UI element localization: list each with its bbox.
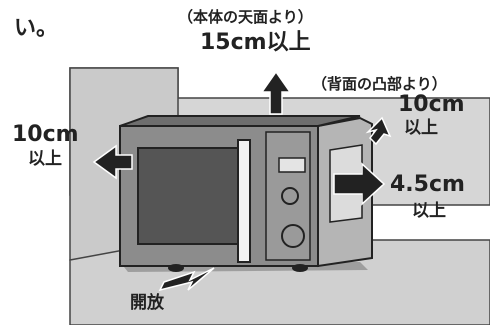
- microwave-door-window: [137, 147, 239, 245]
- arrow-right-icon: [333, 162, 386, 206]
- microwave-door-handle: [237, 139, 251, 263]
- right-clearance-suffix: 以上: [412, 201, 446, 221]
- microwave-large-knob: [281, 224, 305, 248]
- arrow-back-icon: [365, 116, 392, 146]
- back-clearance-value: 10cm: [398, 92, 465, 117]
- intro-text-fragment: い。: [14, 16, 59, 41]
- microwave-foot-right: [292, 264, 308, 272]
- microwave-display: [278, 157, 306, 173]
- front-clearance-label: 開放: [130, 293, 164, 313]
- microwave-foot-left: [168, 264, 184, 272]
- right-clearance-value: 4.5cm: [390, 172, 465, 197]
- arrow-up-icon: [260, 70, 292, 115]
- arrow-front-icon: [158, 267, 215, 292]
- back-clearance-note: （背面の凸部より）: [312, 75, 447, 93]
- arrow-left-icon: [92, 144, 133, 180]
- top-clearance-value: 15cm以上: [200, 30, 311, 55]
- microwave-small-knob: [281, 187, 299, 205]
- back-clearance-suffix: 以上: [404, 118, 438, 138]
- left-clearance-suffix: 以上: [28, 149, 62, 169]
- top-clearance-note: （本体の天面より）: [178, 8, 313, 26]
- left-clearance-value: 10cm: [12, 122, 79, 147]
- microwave-top: [119, 115, 361, 127]
